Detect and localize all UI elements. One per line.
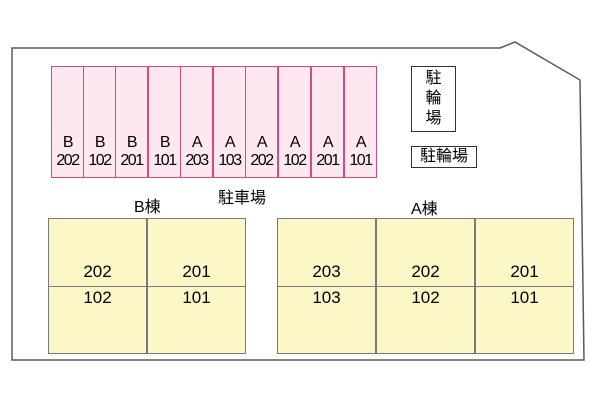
slot-room: 202 bbox=[56, 152, 80, 169]
unit-lower-room: 102 bbox=[411, 288, 440, 307]
floor-divider bbox=[377, 286, 474, 287]
floor-divider bbox=[148, 286, 245, 287]
building-a-label: A棟 bbox=[411, 201, 438, 218]
unit-lower-room: 102 bbox=[83, 288, 112, 307]
parking-slot: A 202 bbox=[245, 66, 278, 178]
slot-room: 102 bbox=[88, 152, 112, 169]
slot-room: 203 bbox=[185, 152, 209, 169]
unit-lower-room: 103 bbox=[312, 288, 341, 307]
slot-room: 201 bbox=[120, 152, 144, 169]
parking-label: 駐車場 bbox=[218, 190, 267, 207]
slot-room: 201 bbox=[316, 152, 340, 169]
unit-upper-room: 201 bbox=[510, 262, 539, 281]
slot-room: 202 bbox=[250, 152, 274, 169]
parking-slot: B 201 bbox=[115, 66, 148, 178]
floor-divider bbox=[278, 286, 375, 287]
slot-building: A bbox=[256, 134, 268, 151]
bike-parking-label: 駐輪場 bbox=[411, 146, 477, 168]
building-b-label: B棟 bbox=[134, 199, 161, 216]
slot-building: B bbox=[159, 134, 171, 151]
unit-lower-room: 101 bbox=[182, 288, 211, 307]
slot-room: 101 bbox=[349, 152, 373, 169]
slot-building: A bbox=[355, 134, 367, 151]
parking-slot: A 101 bbox=[344, 66, 377, 178]
slot-building: B bbox=[94, 134, 106, 151]
unit-upper-room: 201 bbox=[182, 262, 211, 281]
slot-building: B bbox=[126, 134, 138, 151]
building-unit: 202 102 bbox=[376, 218, 475, 354]
parking-slot: A 201 bbox=[311, 66, 344, 178]
slot-building: A bbox=[289, 134, 301, 151]
slot-room: 102 bbox=[283, 152, 307, 169]
slot-building: A bbox=[191, 134, 203, 151]
slot-building: B bbox=[62, 134, 74, 151]
building-unit: 201 101 bbox=[147, 218, 246, 354]
unit-upper-room: 203 bbox=[312, 262, 341, 281]
building-unit: 201 101 bbox=[475, 218, 574, 354]
unit-upper-room: 202 bbox=[83, 262, 112, 281]
parking-slot: B 101 bbox=[148, 66, 181, 178]
parking-slot: A 102 bbox=[278, 66, 311, 178]
slot-room: 101 bbox=[153, 152, 177, 169]
floor-divider bbox=[476, 286, 573, 287]
unit-lower-room: 101 bbox=[510, 288, 539, 307]
unit-upper-room: 202 bbox=[411, 262, 440, 281]
bike-parking-area: 駐 輪 場 bbox=[411, 66, 456, 132]
slot-building: A bbox=[224, 134, 236, 151]
slot-room: 103 bbox=[218, 152, 242, 169]
building-unit: 202 102 bbox=[48, 218, 147, 354]
building-unit: 203 103 bbox=[277, 218, 376, 354]
parking-slot: A 203 bbox=[180, 66, 213, 178]
slot-building: A bbox=[322, 134, 334, 151]
floor-divider bbox=[49, 286, 146, 287]
